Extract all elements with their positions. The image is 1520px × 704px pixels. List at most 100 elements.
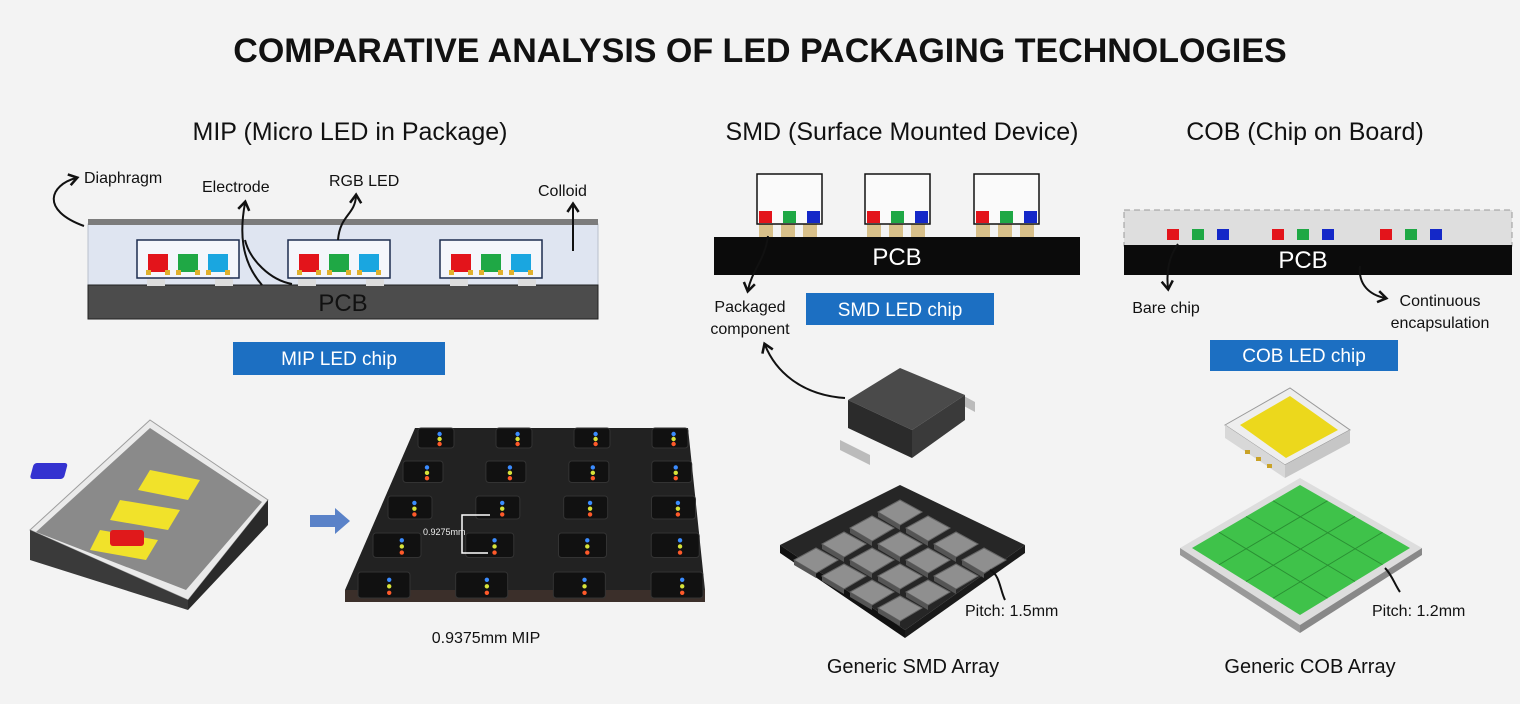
mip-pixel (651, 460, 693, 483)
pixel-red (677, 550, 683, 555)
bond-pad (468, 270, 473, 275)
pixel-green (585, 544, 590, 549)
smd-pad (867, 224, 881, 237)
smd-array-cell-side (850, 528, 872, 546)
smd-badge-label: SMD LED chip (838, 300, 963, 321)
pixel-red (582, 590, 587, 595)
pixel-blue (585, 538, 590, 543)
smd-pcb (714, 237, 1080, 275)
pixel-green (587, 506, 593, 511)
mip-pixel (465, 532, 515, 558)
mip-pitch-annotation: 0.9275mm (423, 527, 466, 537)
smd-array-cell-side (878, 544, 900, 562)
mip-heading: MIP (Micro LED in Package) (193, 118, 508, 146)
mip-pixel (357, 571, 411, 599)
smd-pad (998, 224, 1012, 237)
cob-grid-line (1272, 531, 1383, 599)
pixel-red (590, 476, 596, 481)
bond-pad (225, 270, 230, 275)
pixel-blue (507, 465, 513, 470)
cob-pitch: Pitch: 1.2mm (1372, 603, 1465, 620)
bond-pad (176, 270, 181, 275)
smd-pad (1020, 224, 1034, 237)
mip-pixel (417, 427, 455, 449)
red-led (110, 530, 144, 546)
smd-array-cell-side (878, 608, 900, 626)
pixel-red (673, 476, 678, 481)
pixel-red (387, 590, 392, 595)
smd-array-cell-side (878, 512, 900, 530)
mip-badge (233, 342, 445, 375)
pixel-blue (590, 465, 596, 470)
pixel-green (673, 470, 678, 476)
cob-badge-label: COB LED chip (1242, 346, 1366, 367)
mip-pixel (372, 532, 422, 558)
led-die (148, 254, 168, 272)
pixel-green (515, 436, 520, 442)
led-die (299, 254, 319, 272)
arrow-right-icon (310, 508, 350, 534)
mip-display-module: 0.9275mm (345, 427, 705, 602)
smd-pitch-arrow (989, 569, 1006, 601)
pixel-blue (500, 500, 505, 506)
led-die (1000, 211, 1013, 223)
led-die (759, 211, 772, 223)
cob-array (1180, 478, 1422, 633)
pixel-green (387, 584, 392, 589)
smd-pad (759, 224, 773, 237)
bond-pad (195, 270, 200, 275)
pixel-blue (582, 577, 587, 582)
pixel-green (437, 436, 442, 442)
mip-pixel (475, 495, 521, 520)
label-electrode: Electrode (202, 179, 270, 196)
mip-pixel (485, 460, 527, 483)
bond-pad (449, 270, 454, 275)
rgb-led-arrow (337, 192, 363, 241)
mip-pixel (387, 495, 433, 520)
bond-pad (346, 270, 351, 275)
pixel-red (492, 550, 497, 555)
smd-pitch: Pitch: 1.5mm (965, 603, 1058, 620)
cob-pcb (1124, 245, 1512, 275)
electrode-pad (298, 277, 316, 286)
pixel-blue (671, 431, 676, 437)
electrode-pad (147, 277, 165, 286)
pixel-green (677, 544, 683, 549)
led-die (1297, 229, 1309, 240)
cob-chip-3d (1224, 387, 1351, 478)
smd-array-cell-side (794, 560, 816, 578)
led-die (1024, 211, 1037, 223)
pixel-blue (399, 538, 404, 543)
bond-pad (479, 270, 484, 275)
label-continuous-2: encapsulation (1391, 315, 1490, 332)
mip-pixel (558, 532, 607, 558)
pixel-red (585, 550, 590, 555)
smd-badge (806, 293, 994, 325)
bond-pad (316, 270, 321, 275)
smd-pad (803, 224, 817, 237)
pixel-red (587, 512, 593, 517)
pixel-red (500, 512, 505, 517)
pixel-green (500, 506, 505, 511)
led-die (915, 211, 928, 223)
electrode-pad (450, 277, 468, 286)
mip-badge-label: MIP LED chip (281, 349, 397, 370)
mip-pixel (402, 460, 444, 483)
bond-pad (498, 270, 503, 275)
pixel-green (590, 470, 596, 476)
packaged-arrow (742, 235, 769, 294)
smd-array-cell-side (822, 544, 844, 562)
led-die (1272, 229, 1284, 240)
pixel-red (515, 441, 520, 447)
led-die (891, 211, 904, 223)
smd-array-cell-side (906, 528, 928, 546)
pixel-green (675, 506, 681, 511)
mip-pixel (650, 571, 704, 599)
cob-caption: Generic COB Array (1224, 656, 1395, 678)
green-led (0, 497, 1, 511)
pixel-green (492, 544, 497, 549)
smd-array-cell-side (850, 560, 872, 578)
pixel-blue (387, 577, 392, 582)
mip-pixel (651, 495, 696, 520)
